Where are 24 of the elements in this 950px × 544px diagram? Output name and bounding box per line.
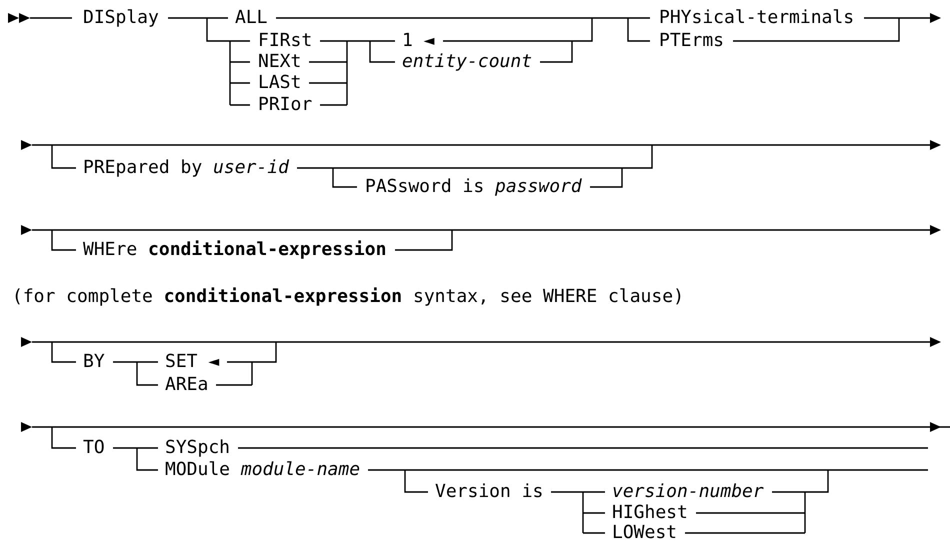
syntax-keyword: HIGhest xyxy=(612,503,688,523)
syntax-keyword: AREa xyxy=(165,375,208,395)
syntax-keyword: SYSpch xyxy=(165,438,230,458)
syntax-keyword: PTErms xyxy=(659,31,724,51)
syntax-keyword: BY xyxy=(83,352,105,372)
syntax-keyword: NEXt xyxy=(258,52,302,72)
syntax-variable: entity-count xyxy=(402,52,532,72)
syntax-keyword: PHYsical-terminals xyxy=(659,8,854,28)
syntax-keyword: FIRst xyxy=(258,31,312,51)
syntax-clause: WHEre conditional-expression xyxy=(83,240,386,260)
syntax-keyword: PRIor xyxy=(258,95,312,115)
syntax-keyword: 1 ◄ xyxy=(402,31,435,51)
syntax-clause: PASsword is password xyxy=(365,177,582,197)
syntax-keyword: SET ◄ xyxy=(165,352,220,372)
syntax-clause: MODule module-name xyxy=(165,460,360,480)
syntax-keyword: ALL xyxy=(235,8,268,28)
syntax-keyword: DISplay xyxy=(83,8,159,28)
syntax-keyword: LOWest xyxy=(612,523,678,543)
syntax-keyword: Version is xyxy=(435,482,544,502)
syntax-keyword: LASt xyxy=(258,73,302,93)
syntax-keyword: TO xyxy=(83,438,105,458)
note-text: (for complete conditional-expression syntax, see WHERE clause) xyxy=(12,287,684,307)
syntax-variable: version-number xyxy=(612,482,764,502)
syntax-clause: PREpared by user-id xyxy=(83,158,289,178)
